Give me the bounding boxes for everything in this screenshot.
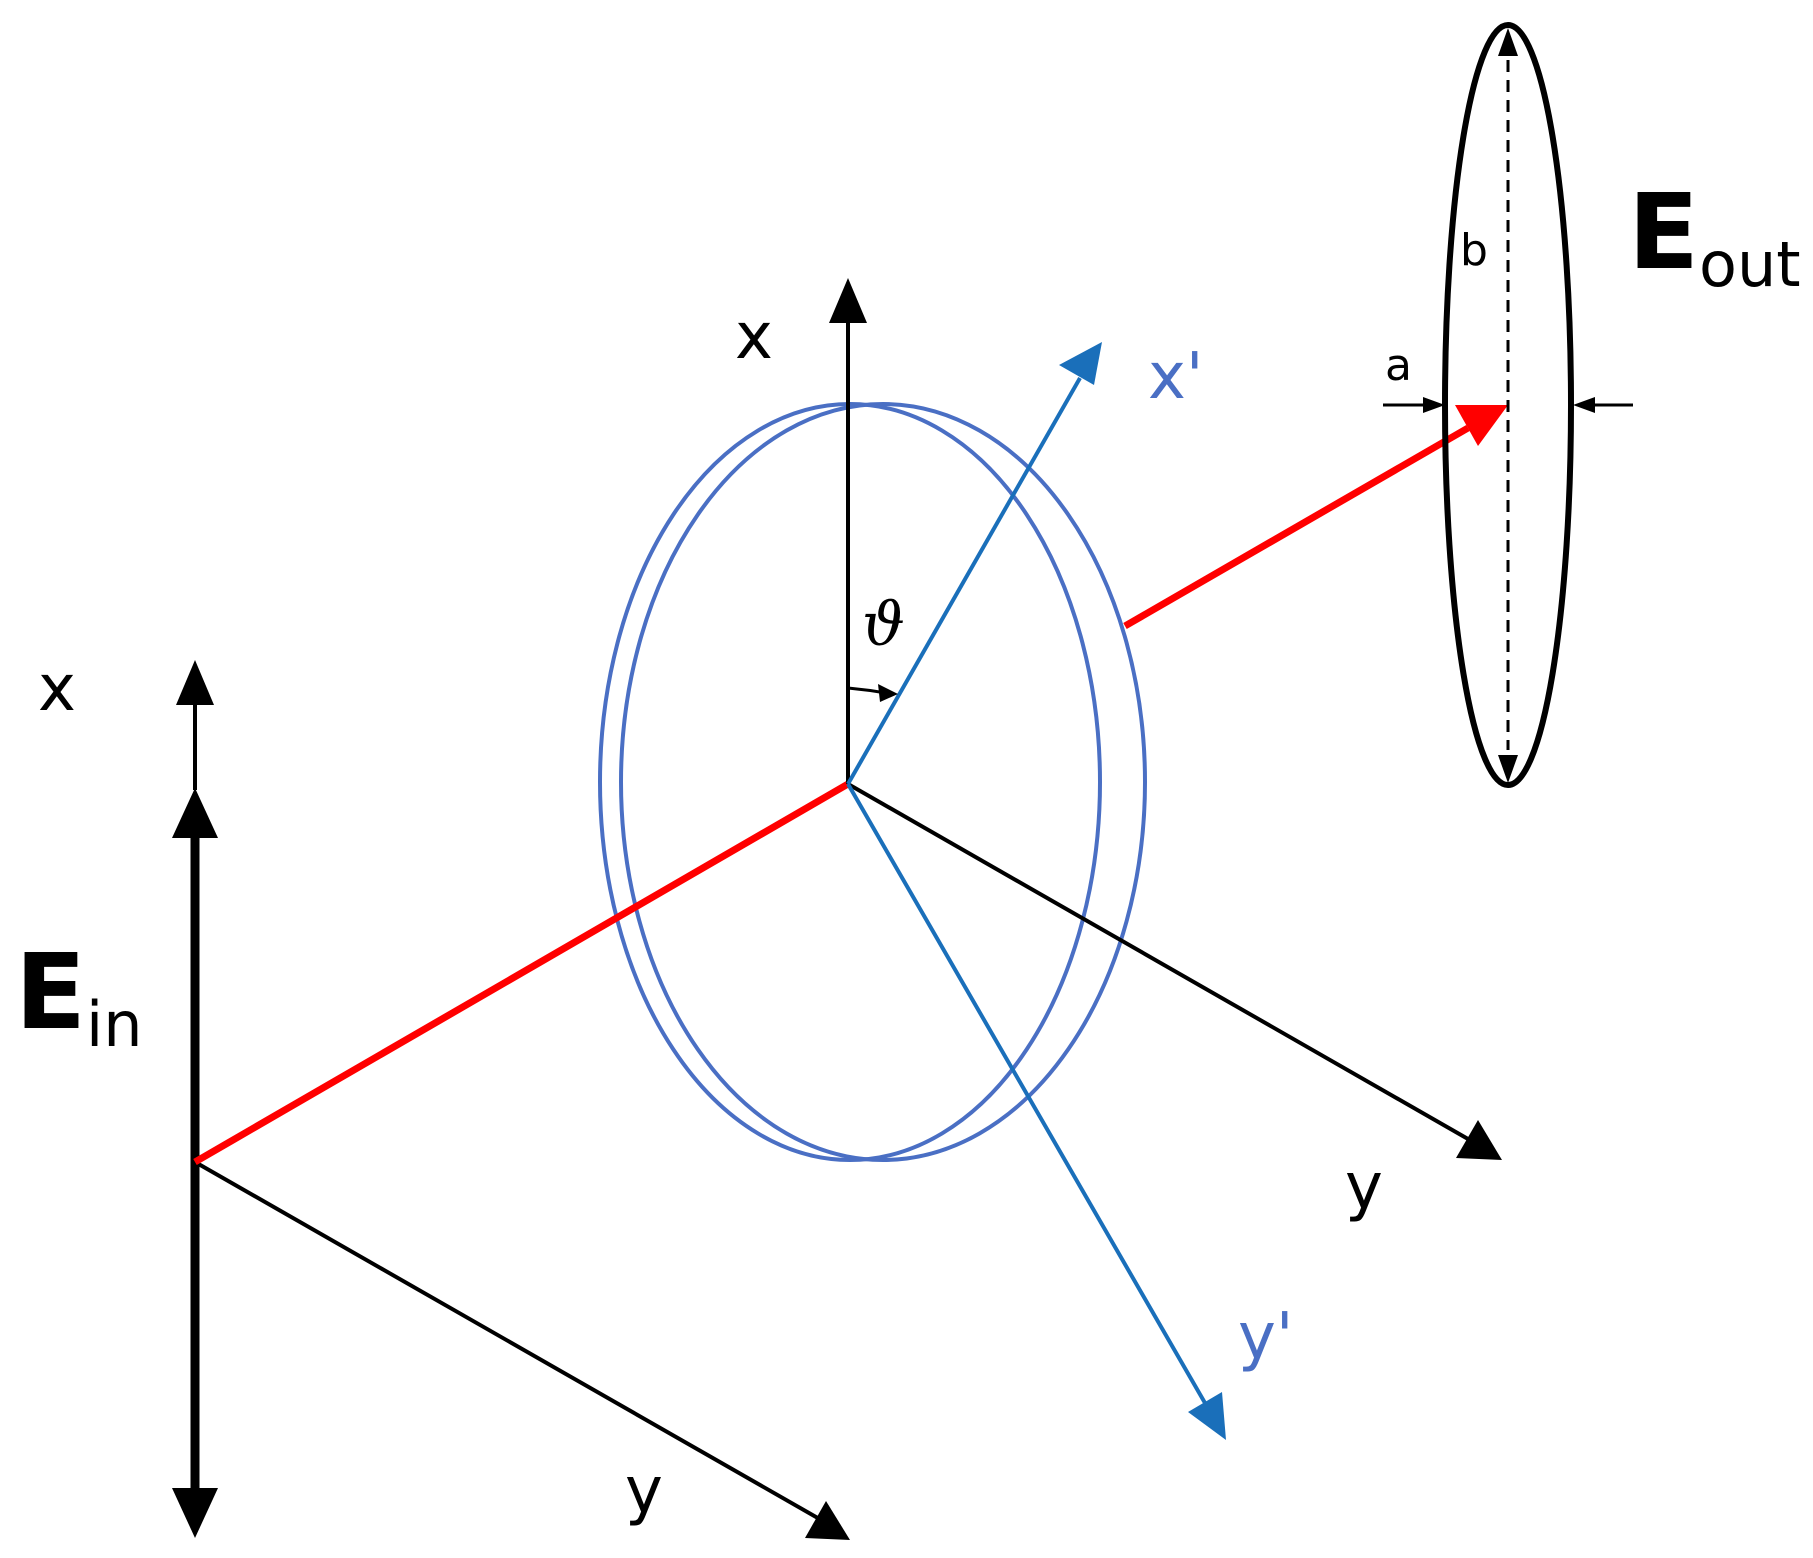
plate-x-axis-arrowhead [829,278,867,323]
rotated-y-label: y' [1238,1300,1293,1374]
rotated-x-axis [846,377,1082,785]
input-y-label: y [625,1454,663,1528]
input-x-label: x [38,652,76,726]
waveplate-back-face [619,402,1147,1162]
theta-label: ϑ [862,590,905,660]
plate-x-label: x [735,300,773,374]
ein-arrowhead-top [172,788,218,838]
incident-beam [193,780,850,1166]
rotated-y-axis [846,783,1207,1404]
eout-label-main: E [1628,171,1699,293]
rotated-x-label: x' [1148,340,1203,414]
major-axis-arrowhead-bottom [1498,755,1518,783]
output-beam-arrowhead [1455,405,1508,446]
input-x-axis-arrowhead [176,660,214,705]
major-axis-arrowhead-top [1498,28,1518,56]
input-y-axis-arrowhead [805,1501,850,1540]
rotated-y-axis-arrowhead [1188,1392,1226,1440]
minor-axis-right-arrowhead [1573,397,1595,413]
ein-arrowhead-bottom [172,1488,218,1538]
ein-label-sub: in [86,988,143,1061]
minor-axis-left-arrowhead [1423,397,1445,413]
rotated-x-axis-arrowhead [1059,342,1102,385]
ein-label: Ein [15,931,143,1061]
plate-y-axis [847,782,1476,1145]
input-y-axis [194,1160,831,1527]
minor-axis-label: a [1385,340,1412,391]
eout-label-sub: out [1699,228,1801,301]
plate-y-label: y [1345,1150,1383,1224]
major-axis-label: b [1460,225,1488,276]
output-beam [1123,424,1470,630]
eout-label: Eout [1628,171,1801,301]
theta-arc-arrowhead [878,684,898,702]
ein-label-main: E [15,931,86,1053]
plate-y-axis-arrowhead [1456,1120,1502,1160]
